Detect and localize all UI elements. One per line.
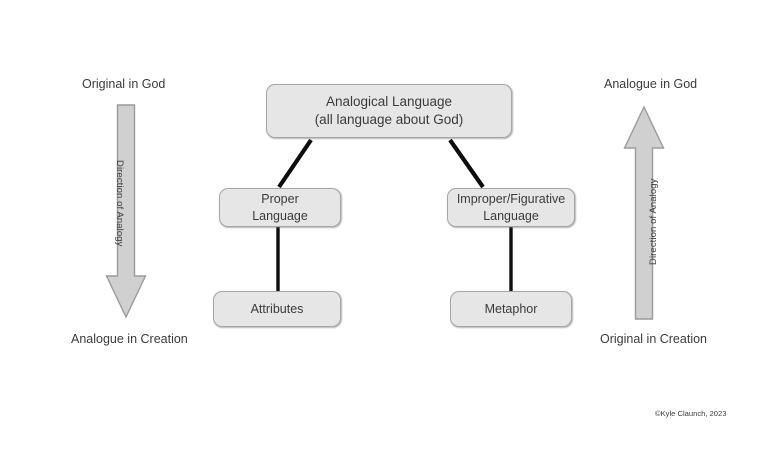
node-attributes[interactable]: Attributes xyxy=(213,291,341,327)
direction-arrow-up-icon xyxy=(623,105,665,320)
connector-root-to-proper xyxy=(277,138,313,189)
node-metaphor[interactable]: Metaphor xyxy=(450,291,572,327)
node-improper-figurative-language-line1: Improper/Figurative xyxy=(456,192,566,206)
node-metaphor-label: Metaphor xyxy=(484,301,538,316)
direction-arrow-down-icon xyxy=(105,104,147,319)
node-analogical-language[interactable]: Analogical Language (all language about … xyxy=(266,84,512,138)
node-improper-figurative-language[interactable]: Improper/Figurative Language xyxy=(447,188,575,227)
node-proper-language-line2: Language xyxy=(252,208,308,223)
left-arrow-label: Direction of Analogy xyxy=(114,160,125,247)
left-arrow-top-label: Original in God xyxy=(82,77,166,91)
node-attributes-label: Attributes xyxy=(250,301,304,316)
node-analogical-language-line2: (all language about God) xyxy=(314,112,464,127)
right-arrow-label: Direction of Analogy xyxy=(648,178,659,266)
node-analogical-language-line1: Analogical Language xyxy=(325,94,453,110)
left-arrow-bottom-label: Analogue in Creation xyxy=(71,332,188,346)
node-proper-language-line1: Proper xyxy=(261,192,299,206)
node-proper-language[interactable]: Proper Language xyxy=(219,188,341,227)
right-arrow-top-label: Analogue in God xyxy=(604,77,698,91)
copyright-credit: ©Kyle Claunch, 2023 xyxy=(655,409,727,418)
node-improper-figurative-language-line2: Language xyxy=(483,208,539,223)
connector-root-to-improper xyxy=(448,138,485,189)
right-arrow-bottom-label: Original in Creation xyxy=(600,332,707,346)
